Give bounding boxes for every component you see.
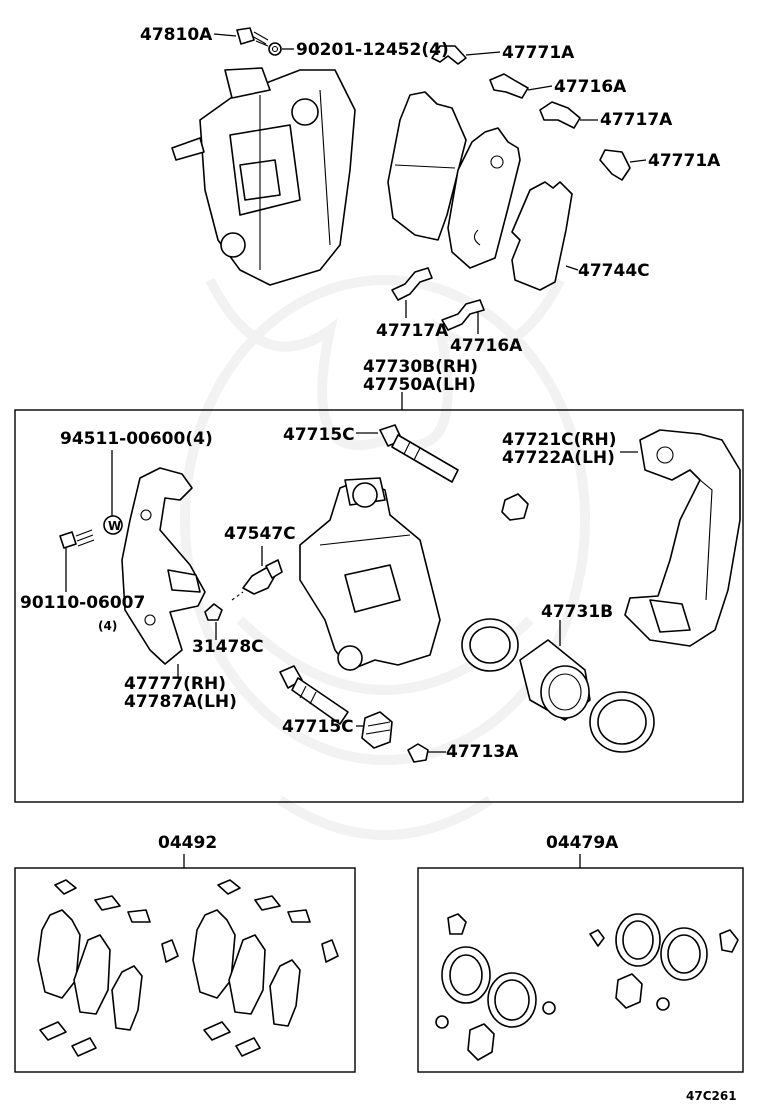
clip-47717A-mid: [391, 267, 433, 301]
seal-kit-box-04479A: [417, 867, 744, 1073]
label-47722A: 47722A(LH): [502, 448, 615, 468]
label-90110-qty: (4): [98, 619, 117, 633]
label-47731B: 47731B: [541, 602, 613, 622]
bleeder-plug-47547C: [231, 559, 283, 601]
cylinder-boot-ring: [589, 691, 655, 753]
bolt-90110-06007: [59, 529, 95, 549]
label-47771A-right: 47771A: [648, 151, 721, 171]
slide-pin-47715C-bottom: [279, 665, 349, 725]
brake-pad-outer-top: [447, 127, 521, 269]
leader-lines-top: [213, 33, 647, 410]
clip-47717A-top: [539, 101, 581, 129]
slide-pin-47715C-top: [379, 424, 459, 483]
label-94511-00600: 94511-00600(4): [60, 429, 213, 449]
label-90201-12452: 90201-12452(4): [296, 40, 449, 60]
label-90110-06007: 90110-06007: [20, 593, 145, 613]
piston-seal-ring: [461, 618, 519, 672]
label-04479A: 04479A: [546, 833, 619, 853]
label-04492: 04492: [158, 833, 217, 853]
pin-boot-upper: [501, 493, 529, 521]
bolt-47810A: [236, 27, 282, 56]
figure-code: 47C261: [686, 1089, 737, 1103]
label-47716A-top: 47716A: [554, 77, 627, 97]
cylinder-body-47730B: [299, 477, 441, 671]
clip-47771A-top: [431, 45, 467, 65]
label-47787A: 47787A(LH): [124, 692, 237, 712]
label-47715C-bottom: 47715C: [282, 717, 354, 737]
shield-plate-47777: [121, 467, 206, 665]
label-47716A-mid: 47716A: [450, 336, 523, 356]
label-47744C: 47744C: [578, 261, 650, 281]
washer-mark: W: [108, 519, 121, 533]
label-31478C: 31478C: [192, 637, 264, 657]
pad-kit-box-04492: [14, 867, 356, 1073]
label-47547C: 47547C: [224, 524, 296, 544]
label-47810A: 47810A: [140, 25, 213, 45]
label-47721C: 47721C(RH): [502, 430, 616, 450]
clip-47771A-right: [599, 149, 631, 181]
label-47717A-mid: 47717A: [376, 321, 449, 341]
leader-lines-middle: [65, 432, 638, 753]
anti-squeal-shim-47744C: [511, 181, 573, 291]
pin-boot-lower: [361, 711, 393, 749]
clip-47716A-mid: [441, 299, 485, 331]
clip-47716A-top: [489, 73, 529, 99]
label-47750A: 47750A(LH): [363, 375, 476, 395]
caliper-assembly-top: [171, 67, 356, 286]
seal-kit-contents: [435, 913, 739, 1061]
brake-pad-inner-top: [387, 91, 467, 241]
label-47730B: 47730B(RH): [363, 357, 478, 377]
label-47771A-top: 47771A: [502, 43, 575, 63]
bushing-47713A: [407, 743, 429, 763]
label-47777: 47777(RH): [124, 674, 226, 694]
piston-47731B: [519, 639, 591, 721]
label-47715C-top: 47715C: [283, 425, 355, 445]
caliper-subassembly-box: [14, 409, 744, 803]
washer-94511: W: [103, 515, 123, 535]
pad-kit-set-right: [192, 879, 339, 1057]
label-47713A: 47713A: [446, 742, 519, 762]
label-47717A-top: 47717A: [600, 110, 673, 130]
bleeder-cap-31478C: [204, 603, 223, 621]
pad-kit-set-left: [37, 879, 179, 1057]
mounting-bracket-47721C: [624, 429, 741, 647]
